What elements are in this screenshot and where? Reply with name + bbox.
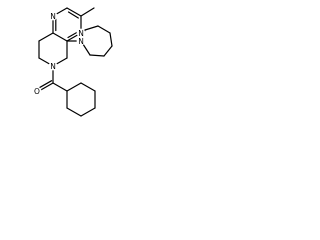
acyl-bond	[52, 82, 68, 92]
svg-text:N: N	[78, 37, 84, 46]
pyrimidine-ring	[52, 7, 82, 42]
cyclohexane-ring	[66, 82, 96, 117]
molecule-structure: N N N N O	[32, 7, 113, 117]
carbonyl-bond	[36, 80, 54, 92]
svg-text:N: N	[50, 12, 56, 21]
svg-text:O: O	[34, 87, 40, 96]
methyl-bond	[80, 7, 95, 17]
svg-text:N: N	[50, 62, 56, 71]
atom-o: O	[32, 86, 42, 96]
atom-n3: N	[48, 11, 58, 21]
atom-n6: N	[48, 61, 58, 71]
azepane-ring	[80, 25, 113, 57]
svg-text:N: N	[78, 29, 84, 38]
atom-n1: N	[76, 28, 86, 38]
atom-n-azepane: N	[76, 36, 86, 46]
